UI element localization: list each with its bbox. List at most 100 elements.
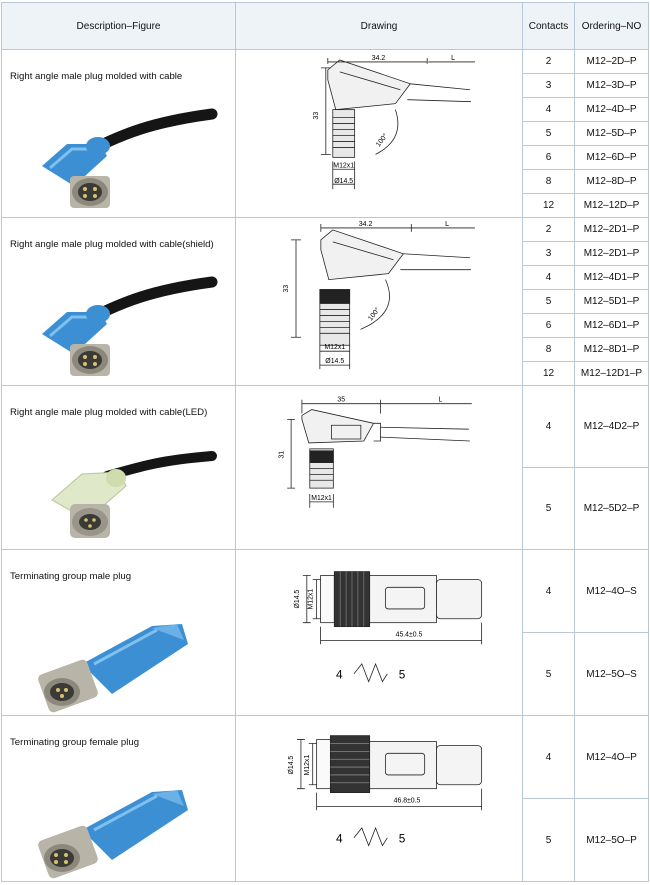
dim-diameter: Ø14.5 xyxy=(334,178,353,185)
contacts-cell: 4 xyxy=(522,715,575,799)
ordering-cell: M12–3D–P xyxy=(574,73,649,98)
ordering-cell: M12–2D–P xyxy=(574,49,649,74)
ordering-cell: M12–12D–P xyxy=(574,193,649,218)
ordering-cell: M12–2D1–P xyxy=(574,241,649,266)
header-contacts: Contacts xyxy=(522,2,575,50)
right-angle-led-plug-photo xyxy=(51,451,217,538)
ordering-cell: M12–5O–P xyxy=(574,798,649,882)
ordering-cell: M12–4D–P xyxy=(574,97,649,122)
ordering-cell: M12–5D–P xyxy=(574,121,649,146)
product-2-description: Right angle male plug molded with cable(… xyxy=(1,217,236,386)
dim-thread: M12x1 xyxy=(324,344,345,351)
product-3-drawing: 35 L 31 M12x1 xyxy=(235,385,523,550)
right-angle-shield-plug-photo xyxy=(42,276,218,376)
product-title: Right angle male plug molded with cable xyxy=(10,71,183,82)
table-row: Terminating group male plug xyxy=(1,549,649,716)
product-title: Terminating group female plug xyxy=(10,737,140,748)
dimension-drawing: Ø14.5 M12x1 46.8±0.5 4 5 xyxy=(288,735,483,847)
range-to: 5 xyxy=(399,669,406,682)
ordering-cell: M12–4O–P xyxy=(574,715,649,799)
product-5-description: Terminating group female plug xyxy=(1,715,236,882)
contacts-cell: 4 xyxy=(522,549,575,633)
dim-thread: M12x1 xyxy=(304,755,311,776)
dim-thread: M12x1 xyxy=(308,589,315,610)
dim-width: 35 xyxy=(337,397,345,404)
straight-female-plug-photo xyxy=(38,790,188,879)
ordering-cell: M12–12D1–P xyxy=(574,361,649,386)
table-row: Terminating group female plug xyxy=(1,715,649,882)
contacts-cell: 3 xyxy=(522,241,575,266)
contacts-cell: 2 xyxy=(522,49,575,74)
ordering-cell: M12–4O–S xyxy=(574,549,649,633)
table-row: Right angle male plug molded with cable(… xyxy=(1,217,649,386)
contacts-cell: 5 xyxy=(522,289,575,314)
contacts-cell: 12 xyxy=(522,193,575,218)
product-1-description: Right angle male plug molded with cable xyxy=(1,49,236,218)
contacts-cell: 5 xyxy=(522,121,575,146)
range-from: 4 xyxy=(336,833,343,846)
straight-male-plug-photo xyxy=(38,624,188,713)
dim-angle: 100° xyxy=(366,306,381,322)
dim-diameter: Ø14.5 xyxy=(294,590,301,609)
contacts-cell: 2 xyxy=(522,217,575,242)
ordering-cell: M12–5O–S xyxy=(574,632,649,716)
table-row: Right angle male plug molded with cable xyxy=(1,49,649,218)
ordering-cell: M12–8D1–P xyxy=(574,337,649,362)
dim-angle: 100° xyxy=(374,132,389,148)
contacts-cell: 4 xyxy=(522,265,575,290)
table-row: 5 M12–5O–P xyxy=(2,798,649,882)
header-drawing: Drawing xyxy=(235,2,523,50)
dim-cable: L xyxy=(451,55,455,62)
dimension-drawing: 34.2 L 33 M12x1 Ø14.5 100° xyxy=(313,55,475,190)
contacts-cell: 8 xyxy=(522,337,575,362)
product-3-description: Right angle male plug molded with cable(… xyxy=(1,385,236,550)
product-title: Terminating group male plug xyxy=(10,571,132,582)
dim-height: 33 xyxy=(283,285,290,293)
ordering-cell: M12–4D2–P xyxy=(574,385,649,468)
range-from: 4 xyxy=(336,669,343,682)
contacts-cell: 5 xyxy=(522,632,575,716)
ordering-cell: M12–5D2–P xyxy=(574,467,649,550)
product-5-drawing: Ø14.5 M12x1 46.8±0.5 4 5 xyxy=(235,715,523,882)
product-1-drawing: 34.2 L 33 M12x1 Ø14.5 100° xyxy=(235,49,523,218)
range-to: 5 xyxy=(399,833,406,846)
dim-height: 33 xyxy=(313,112,320,120)
contacts-cell: 4 xyxy=(522,97,575,122)
ordering-cell: M12–6D–P xyxy=(574,145,649,170)
product-2-drawing: 34.2 L 33 M12x1 Ø14.5 100° xyxy=(235,217,523,386)
dim-thread: M12x1 xyxy=(311,495,332,502)
product-4-drawing: Ø14.5 M12x1 45.4±0.5 4 5 xyxy=(235,549,523,716)
ordering-cell: M12–5D1–P xyxy=(574,289,649,314)
table-header-row: Description–Figure Drawing Contacts Orde… xyxy=(1,2,649,50)
dim-width: 34.2 xyxy=(359,221,373,228)
dim-cable: L xyxy=(445,221,449,228)
header-description: Description–Figure xyxy=(1,2,236,50)
dim-cable: L xyxy=(438,397,442,404)
contacts-cell: 8 xyxy=(522,169,575,194)
dim-diameter: Ø14.5 xyxy=(288,756,295,775)
ordering-cell: M12–2D1–P xyxy=(574,217,649,242)
product-title: Right angle male plug molded with cable(… xyxy=(10,239,214,250)
dim-length: 46.8±0.5 xyxy=(394,797,421,804)
product-4-description: Terminating group male plug xyxy=(1,549,236,716)
right-angle-plug-photo xyxy=(42,108,218,208)
product-title: Right angle male plug molded with cable(… xyxy=(10,407,208,418)
dimension-drawing: Ø14.5 M12x1 45.4±0.5 4 5 xyxy=(294,571,483,683)
table-row: Right angle male plug molded with cable(… xyxy=(1,385,649,550)
ordering-cell: M12–6D1–P xyxy=(574,313,649,338)
dimension-drawing: 34.2 L 33 M12x1 Ø14.5 100° xyxy=(283,221,475,370)
dim-width: 34.2 xyxy=(372,55,386,62)
ordering-cell: M12–8D–P xyxy=(574,169,649,194)
dim-height: 31 xyxy=(278,451,285,459)
contacts-cell: 5 xyxy=(522,467,575,550)
